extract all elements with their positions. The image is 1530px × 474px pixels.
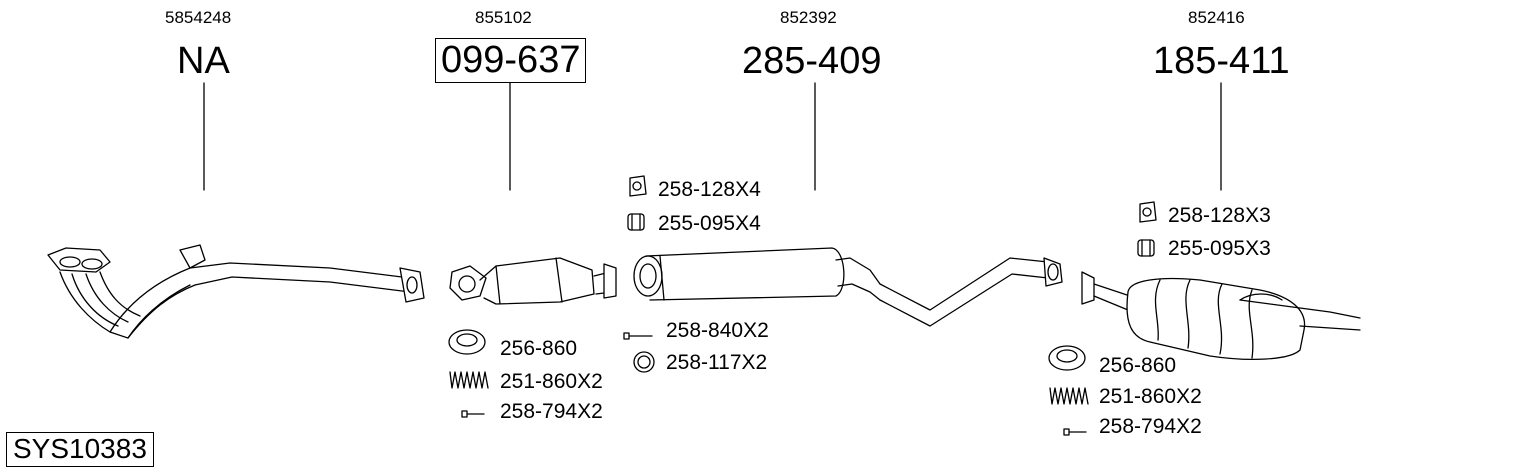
accessory-label: 256-860: [500, 337, 578, 360]
accessory-label: 258-128X4: [658, 178, 761, 201]
front-pipe-drawing: [47, 244, 425, 339]
accessory-label: 255-095X4: [658, 212, 761, 235]
rear-silencer-drawing: [1081, 271, 1361, 361]
rubber-hanger-icon: [1139, 201, 1157, 223]
bolt-icon: [1063, 428, 1087, 436]
accessory-label: 258-840X2: [666, 319, 769, 342]
clamp-icon: [627, 213, 645, 231]
gasket-ring-icon: [448, 329, 486, 355]
accessory-label: 258-128X3: [1168, 204, 1271, 227]
spring-icon: [1049, 387, 1089, 405]
part-number-middle-silencer: 285-409: [742, 40, 882, 82]
spring-icon: [449, 371, 489, 389]
part-number-front-pipe: NA: [177, 40, 230, 82]
oem-number-rear-silencer: 852416: [1188, 8, 1245, 27]
part-number-catalytic-converter: 099-637: [435, 38, 587, 83]
accessory-label: 258-794X2: [500, 400, 603, 423]
gasket-ring-icon: [1048, 345, 1086, 371]
accessory-label: 258-117X2: [666, 351, 768, 374]
clamp-icon: [1137, 239, 1155, 257]
oem-number-catalytic-converter: 855102: [475, 8, 532, 27]
accessory-label: 255-095X3: [1168, 237, 1271, 260]
system-id-label: SYS10383: [6, 432, 154, 467]
rubber-hanger-icon: [629, 175, 647, 197]
accessory-label: 258-794X2: [1099, 415, 1202, 438]
accessory-label: 251-860X2: [1099, 385, 1202, 408]
part-number-rear-silencer: 185-411: [1153, 40, 1290, 82]
oem-number-middle-silencer: 852392: [780, 8, 837, 27]
accessory-label: 256-860: [1099, 354, 1177, 377]
bolt-icon: [623, 332, 653, 340]
ring-icon: [633, 351, 655, 373]
bolt-icon: [461, 410, 485, 418]
middle-silencer-drawing: [633, 247, 1063, 327]
oem-number-front-pipe: 5854248: [165, 8, 232, 27]
accessory-label: 251-860X2: [500, 370, 603, 393]
catalytic-converter-drawing: [449, 257, 617, 305]
